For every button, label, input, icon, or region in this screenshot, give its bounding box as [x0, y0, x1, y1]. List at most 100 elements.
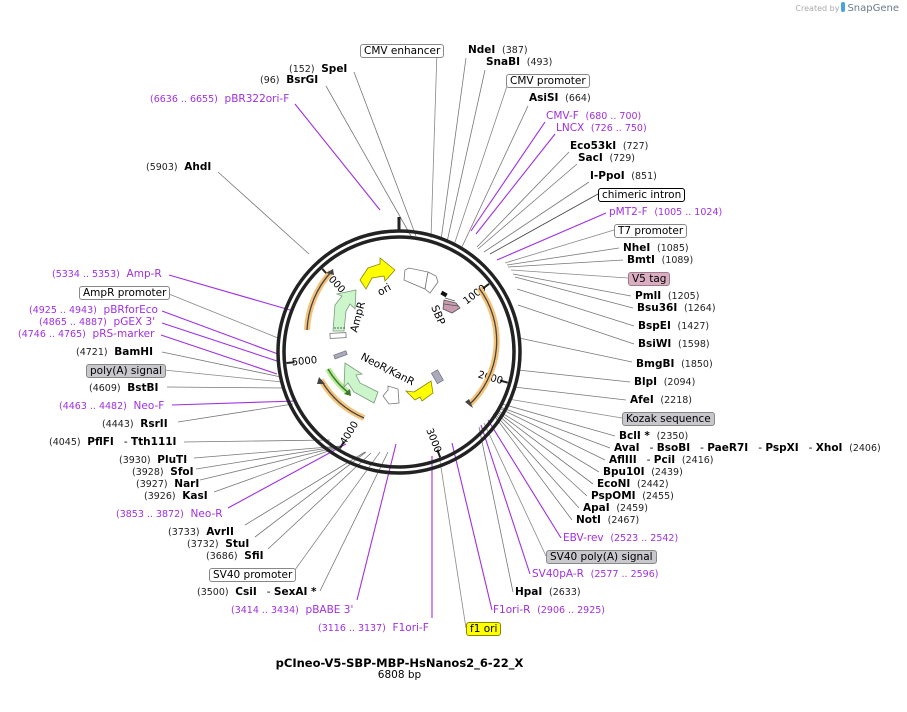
feature-label-chimeric-intron[interactable]: chimeric intron [598, 188, 686, 202]
enzyme-name: SnaBI [486, 56, 521, 68]
enzyme-label-i-ppoi[interactable]: I-PpoI (851) [590, 170, 657, 183]
primer-label-pbr322ori-f[interactable]: (6636 .. 6655) pBR322ori-F [150, 93, 289, 106]
spacer [218, 93, 225, 105]
site-position: (727) [622, 141, 649, 152]
enzyme-name: AvrII [206, 526, 234, 538]
site-position: (2094) [663, 377, 696, 388]
enzyme-label-bsu36i[interactable]: Bsu36I (1264) [637, 302, 716, 315]
leader-line [199, 445, 343, 481]
enzyme-label-bmgbi[interactable]: BmgBI (1850) [636, 358, 713, 371]
enzyme-label-bstbi[interactable]: (4609) BstBI [89, 382, 158, 395]
sv40-polya-box [430, 369, 444, 385]
primer-label-f1ori-r[interactable]: F1ori-R (2906 .. 2925) [493, 604, 605, 617]
enzyme-label-bamhi[interactable]: (4721) BamHI [76, 346, 153, 359]
enzyme-label-rsrii[interactable]: (4443) RsrII [102, 418, 168, 431]
enzyme-label-noti[interactable]: NotI (2467) [576, 514, 639, 527]
primer-label-neo-f[interactable]: (4463 .. 4482) Neo-F [59, 400, 164, 413]
feature-label-cmv-promoter[interactable]: CMV promoter [506, 74, 590, 88]
enzyme-label-pmli[interactable]: PmlI (1205) [635, 290, 699, 303]
site-position: (6636 .. 6655) [150, 94, 218, 105]
leader-line [213, 445, 343, 493]
enzyme-label-eco53ki[interactable]: Eco53kI (727) [570, 140, 648, 153]
primer-label-lncx[interactable]: LNCX (726 .. 750) [556, 122, 647, 135]
enzyme-label-snabi[interactable]: SnaBI (493) [486, 56, 552, 69]
enzyme-name: StuI [225, 538, 250, 550]
leader-line [492, 413, 573, 521]
enzyme-label-saci[interactable]: SacI (729) [578, 152, 635, 165]
feature-name: CMV promoter [510, 75, 586, 87]
feature-label-t7-promoter[interactable]: T7 promoter [614, 224, 688, 238]
enzyme-label-econi[interactable]: EcoNI (2442) [597, 478, 669, 491]
enzyme-label-spei[interactable]: (152) SpeI [289, 63, 347, 76]
enzyme-name: BstBI [127, 382, 159, 394]
enzyme-label-avai-bsobi-paer7i-pspxi-xhoi[interactable]: AvaI - BsoBI - PaeR7I - PspXI - XhoI (24… [614, 442, 881, 455]
primer-name: SV40pA-R [532, 568, 584, 580]
separator: - [256, 586, 274, 598]
feature-label-cmv-enhancer[interactable]: CMV enhancer [360, 44, 445, 58]
enzyme-label-pluti[interactable]: (3930) PluTI [119, 454, 187, 467]
enzyme-label-hpai[interactable]: HpaI (2633) [515, 586, 581, 599]
leader-line [319, 451, 389, 592]
leader-line [512, 273, 632, 297]
site-position: (1850) [681, 359, 713, 370]
site-position: (1598) [678, 339, 710, 350]
enzyme-label-pspomi[interactable]: PspOMI (2455) [591, 490, 674, 503]
enzyme-name: RsrII [140, 418, 168, 430]
enzyme-label-ndei[interactable]: NdeI (387) [468, 44, 528, 57]
enzyme-label-stui[interactable]: (3732) StuI [187, 538, 249, 551]
enzyme-label-sfii[interactable]: (3686) SfiI [206, 550, 264, 563]
feature-label-f1-ori[interactable]: f1 ori [466, 622, 502, 636]
primer-name: EBV-rev [563, 532, 604, 544]
enzyme-label-afliii-pcii[interactable]: AflIII - PciI (2416) [609, 454, 714, 467]
primer-label-neo-r[interactable]: (3853 .. 3872) Neo-R [116, 508, 223, 521]
primer-label-amp-r[interactable]: (5334 .. 5353) Amp-R [52, 268, 162, 281]
enzyme-label-bmti[interactable]: BmtI (1089) [627, 254, 693, 267]
enzyme-name: BmgBI [636, 358, 675, 370]
enzyme-label-bspei[interactable]: BspEI (1427) [638, 320, 709, 333]
feature-label-sv40-poly-a-signal[interactable]: SV40 poly(A) signal [546, 550, 657, 564]
sv40-promoter-arrow [382, 385, 400, 405]
primer-label-cmv-f[interactable]: CMV-F (680 .. 700) [546, 110, 641, 123]
enzyme-label-bcli[interactable]: BclI * (2350) [619, 430, 688, 443]
enzyme-label-ahdi[interactable]: (5903) AhdI [146, 161, 211, 174]
enzyme-label-blpi[interactable]: BlpI (2094) [634, 376, 695, 389]
enzyme-label-csii-sexai[interactable]: (3500) CsiI - SexAI * [197, 586, 317, 599]
feature-label-poly-a-signal[interactable]: poly(A) signal [86, 364, 166, 378]
ori-label: ori [376, 281, 394, 298]
primer-label-ebv-rev[interactable]: EBV-rev (2523 .. 2542) [563, 532, 678, 545]
enzyme-label-avrii[interactable]: (3733) AvrII [168, 526, 234, 539]
cmv-promoter-arrow [424, 271, 439, 294]
leader-line [470, 121, 546, 232]
feature-name: CMV enhancer [364, 45, 441, 57]
primer-label-f1ori-f[interactable]: (3116 .. 3137) F1ori-F [318, 622, 429, 635]
feature-label-sv40-promoter[interactable]: SV40 promoter [209, 568, 297, 582]
enzyme-label-bsiwi[interactable]: BsiWI (1598) [638, 338, 710, 351]
enzyme-label-apai[interactable]: ApaI (2459) [583, 502, 648, 515]
enzyme-label-bsrgi[interactable]: (96) BsrGI [260, 74, 318, 87]
primer-label-sv40pa-r[interactable]: SV40pA-R (2577 .. 2596) [532, 568, 658, 581]
enzyme-label-kasi[interactable]: (3926) KasI [144, 490, 208, 503]
enzyme-label-nari[interactable]: (3927) NarI [136, 478, 199, 491]
enzyme-label-bpu10i[interactable]: Bpu10I (2439) [603, 466, 683, 479]
primer-label-pgex-3[interactable]: (4865 .. 4887) pGEX 3' [39, 316, 155, 329]
feature-label-kozak-sequence[interactable]: Kozak sequence [622, 412, 715, 426]
feature-label-ampr-promoter[interactable]: AmpR promoter [79, 286, 171, 300]
enzyme-label-afei[interactable]: AfeI (2218) [630, 394, 692, 407]
site-position: (3928) [132, 467, 164, 478]
primer-label-pbrforeco[interactable]: (4925 .. 4943) pBRforEco [29, 304, 158, 317]
enzyme-label-pflfi-tth111i[interactable]: (4045) PflFI - Tth111I [49, 436, 176, 449]
primer-label-pmt2-f[interactable]: pMT2-F (1005 .. 1024) [609, 206, 722, 219]
primer-label-pbabe-3[interactable]: (3414 .. 3434) pBABE 3' [231, 604, 353, 617]
enzyme-name: NheI [623, 242, 651, 254]
site-position: (152) [289, 64, 315, 75]
leader-line [161, 322, 278, 362]
credit-prefix: Created by [795, 4, 840, 13]
enzyme-label-nhei[interactable]: NheI (1085) [623, 242, 689, 255]
site-position: (3930) [119, 455, 151, 466]
enzyme-label-sfoi[interactable]: (3928) SfoI [132, 466, 194, 479]
feature-name: poly(A) signal [90, 365, 162, 377]
f1ori-arrow [404, 380, 434, 402]
primer-label-prs-marker[interactable]: (4746 .. 4765) pRS-marker [18, 328, 154, 341]
feature-label-v5-tag[interactable]: V5 tag [628, 272, 671, 286]
enzyme-label-asisi[interactable]: AsiSI (664) [529, 92, 591, 105]
